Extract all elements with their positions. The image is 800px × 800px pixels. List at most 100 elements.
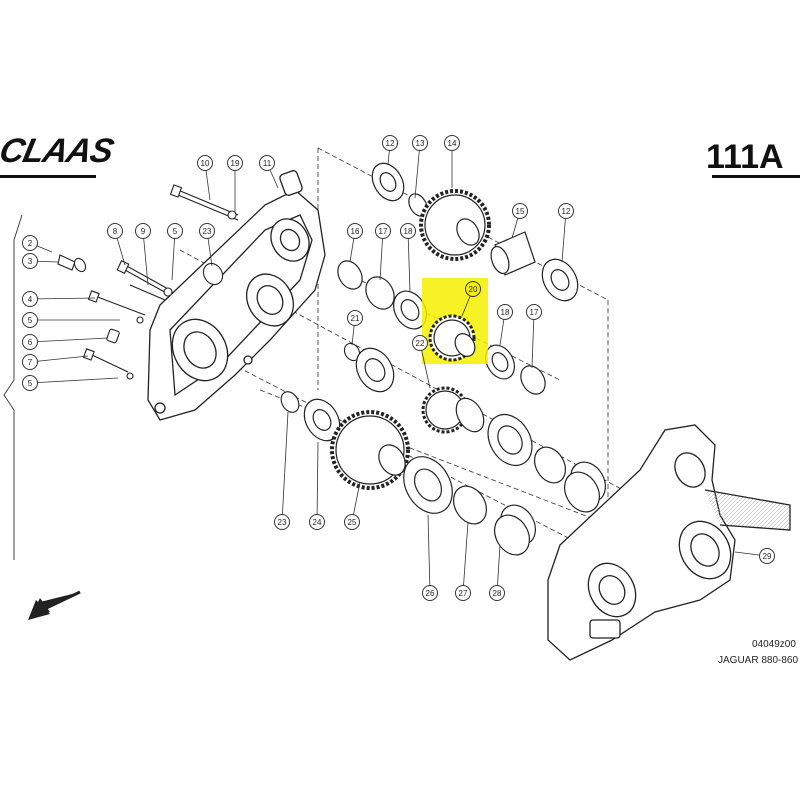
callout-circle (22, 235, 38, 251)
callout-number: 26 (426, 589, 435, 598)
callout-circle (412, 135, 428, 151)
callout-circle (197, 155, 213, 171)
callout-23: 23 (199, 223, 215, 267)
callout-23: 23 (274, 411, 290, 530)
callout-circle (382, 135, 398, 151)
callout-number: 12 (386, 139, 395, 148)
callout-circle (22, 312, 38, 328)
callout-5: 5 (22, 312, 120, 328)
leader-line (29, 355, 89, 363)
callout-number: 9 (141, 227, 146, 236)
fasteners (57, 184, 361, 413)
callout-number: 21 (351, 314, 360, 323)
callout-29: 29 (734, 548, 775, 564)
callout-circle (22, 375, 38, 391)
leader-line (379, 230, 384, 281)
callout-26: 26 (422, 514, 438, 601)
brand-underline (0, 175, 96, 178)
callout-circle (497, 304, 513, 320)
callout-circle (759, 548, 775, 564)
callout-number: 27 (459, 589, 468, 598)
callout-number: 13 (416, 139, 425, 148)
bearings-and-seals (303, 162, 606, 556)
callout-12: 12 (382, 135, 398, 166)
highlighted-part-20 (422, 278, 488, 364)
callout-circle (465, 281, 481, 297)
callout-5: 5 (167, 223, 183, 281)
callout-13: 13 (412, 135, 428, 199)
callout-circle (135, 223, 151, 239)
callout-6: 6 (22, 334, 109, 350)
callout-number: 10 (201, 159, 210, 168)
callout-10: 10 (197, 155, 213, 201)
callout-number: 17 (530, 308, 539, 317)
callout-circle (412, 335, 428, 351)
callout-11: 11 (259, 155, 279, 189)
callout-circle (489, 585, 505, 601)
callout-circle (199, 223, 215, 239)
callout-number: 23 (203, 227, 212, 236)
leader-line (316, 441, 319, 523)
callout-number: 4 (28, 295, 33, 304)
leader-line (29, 337, 109, 343)
arrow-down-left-icon (28, 590, 81, 620)
callout-2: 2 (22, 235, 53, 253)
callout-8: 8 (107, 223, 126, 266)
callout-21: 21 (347, 310, 363, 346)
callout-number: 23 (278, 518, 287, 527)
callout-circle (309, 514, 325, 530)
callout-18: 18 (400, 223, 416, 293)
callout-number: 17 (379, 227, 388, 236)
callout-circle (347, 223, 363, 239)
callout-25: 25 (344, 481, 361, 530)
callout-number: 24 (313, 518, 322, 527)
callout-bracket (3, 214, 23, 560)
callout-28: 28 (489, 544, 505, 601)
callout-7: 7 (22, 354, 89, 370)
callout-circle (375, 223, 391, 239)
callout-9: 9 (135, 223, 151, 286)
callout-16: 16 (347, 223, 363, 263)
callout-number: 16 (351, 227, 360, 236)
model-range: JAGUAR 880-860 (718, 655, 799, 666)
callout-circle (444, 135, 460, 151)
callout-circle (347, 310, 363, 326)
callout-circle (512, 203, 528, 219)
callout-circle (22, 334, 38, 350)
callout-5: 5 (22, 375, 119, 391)
leader-line (531, 311, 535, 369)
leader-line (407, 230, 411, 293)
callout-4: 4 (22, 291, 96, 307)
callout-number: 8 (113, 227, 118, 236)
callout-circle (167, 223, 183, 239)
callout-circle (558, 203, 574, 219)
callout-14: 14 (444, 135, 460, 188)
leader-line (561, 210, 567, 263)
callout-circle (422, 585, 438, 601)
callout-27: 27 (455, 521, 471, 601)
leader-line (414, 142, 421, 199)
leader-line (142, 230, 149, 286)
callout-number: 7 (28, 358, 33, 367)
callout-20: 20 (461, 281, 481, 317)
leader-line (427, 514, 431, 594)
callout-circle (22, 354, 38, 370)
callout-circle (455, 585, 471, 601)
callout-18: 18 (497, 304, 513, 346)
leader-line (281, 411, 289, 523)
callout-number: 2 (28, 239, 33, 248)
leader-line (171, 230, 176, 281)
callout-number: 5 (28, 316, 33, 325)
callout-number: 5 (28, 379, 33, 388)
callout-circle (22, 291, 38, 307)
callout-number: 12 (562, 207, 571, 216)
right-gear-housing (547, 424, 791, 661)
callout-number: 18 (404, 227, 413, 236)
callout-22: 22 (412, 335, 431, 389)
callout-circle (344, 514, 360, 530)
callout-number: 22 (416, 339, 425, 348)
drawing-code: 04049z00 (752, 639, 796, 650)
